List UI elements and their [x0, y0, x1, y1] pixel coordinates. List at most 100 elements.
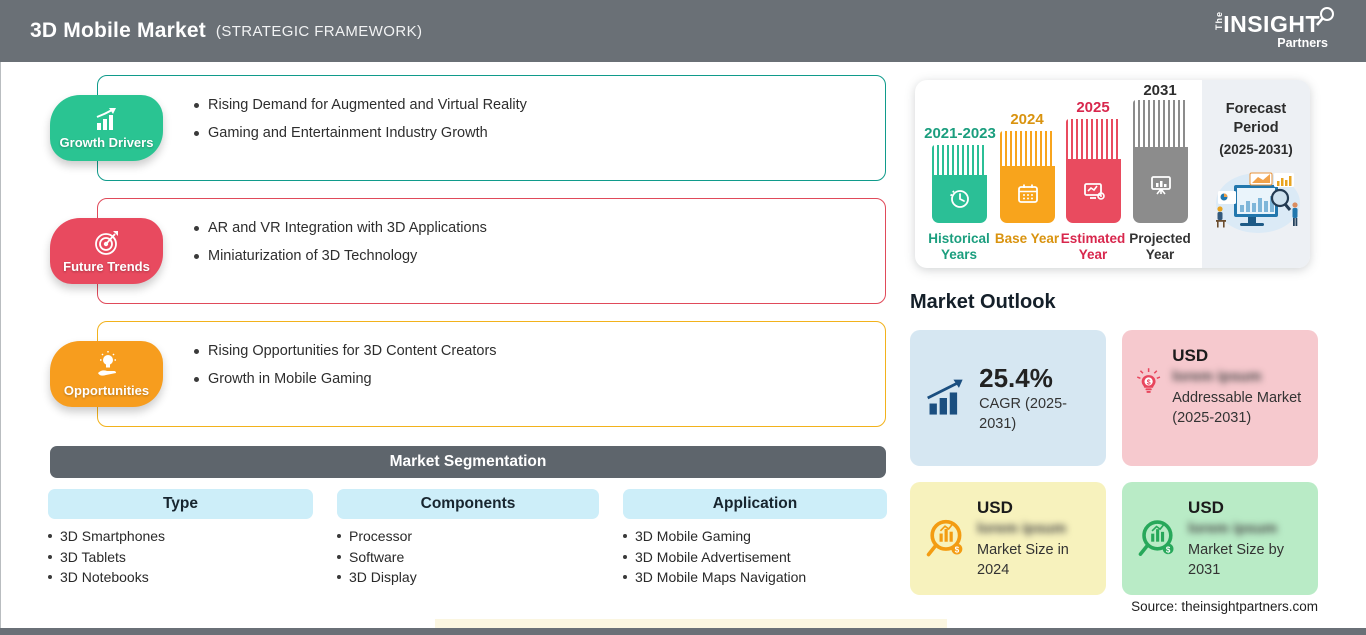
bar-stripes: [1000, 131, 1055, 166]
bar-body: [1133, 146, 1188, 223]
source-attribution: Source: theinsightpartners.com: [1131, 599, 1318, 614]
application-items: 3D Mobile Gaming 3D Mobile Advertisement…: [623, 526, 806, 588]
bulb-hand-icon: [97, 350, 116, 376]
currency-label: USD: [1172, 346, 1209, 365]
timeline-year: 2025: [1076, 99, 1110, 116]
currency-label: USD: [977, 497, 1013, 517]
magnifier-icon: [1316, 7, 1334, 27]
opportunities-badge: Opportunities: [50, 341, 163, 407]
list-item: 3D Smartphones: [48, 526, 165, 547]
estimated-year-bar: [1066, 119, 1121, 223]
segment-header-application: Application: [623, 489, 887, 519]
bar-body: [1000, 165, 1055, 223]
bar-stripes: [932, 145, 987, 175]
timeline-year: 2031: [1143, 82, 1177, 99]
presentation-icon: [1150, 175, 1171, 195]
svg-text:$: $: [1147, 379, 1151, 386]
future-trends-list: AR and VR Integration with 3D Applicatio…: [98, 199, 885, 264]
list-item: Rising Demand for Augmented and Virtual …: [194, 97, 885, 113]
next-section-strip: [435, 619, 947, 628]
projected-year-bar: [1133, 100, 1188, 223]
insight-partners-logo: The INSIGHT Partners: [1214, 7, 1336, 50]
market-size-2024-text: USD lorem ipsum Market Size in 2024: [977, 498, 1094, 580]
logo-insight: INSIGHT: [1223, 10, 1320, 37]
analytics-illustration: [1216, 172, 1300, 233]
historical-years-bar: [932, 145, 987, 223]
base-year-bar: [1000, 131, 1055, 223]
logo-row: The INSIGHT: [1214, 7, 1336, 37]
target-icon: [94, 230, 118, 255]
bar-growth-icon: [927, 379, 963, 415]
growth-chart-icon: [96, 107, 116, 130]
magnifier-chart-orange-icon: $: [926, 519, 963, 556]
growth-drivers-box: Rising Demand for Augmented and Virtual …: [97, 75, 886, 181]
list-item: Growth in Mobile Gaming: [194, 371, 885, 387]
card-label: Market Size by 2031: [1188, 541, 1284, 578]
forecast-title: Forecast Period: [1225, 101, 1287, 136]
cagr-label: CAGR (2025-2031): [979, 395, 1067, 432]
header-bar: 3D Mobile Market (STRATEGIC FRAMEWORK) T…: [0, 0, 1366, 62]
list-item: 3D Mobile Advertisement: [623, 547, 806, 568]
blurred-value: lorem ipsum: [1172, 368, 1262, 385]
bulb-dollar-icon: $: [1136, 368, 1161, 393]
list-item: 3D Display: [337, 567, 417, 588]
cagr-value: 25.4%: [979, 362, 1053, 393]
list-item: Software: [337, 547, 417, 568]
list-item: 3D Mobile Gaming: [623, 526, 806, 547]
list-item: Gaming and Entertainment Industry Growth: [194, 125, 885, 141]
monitor-gear-icon: [1083, 182, 1105, 200]
list-item: AR and VR Integration with 3D Applicatio…: [194, 220, 885, 236]
bar-body: [932, 174, 987, 223]
bar-body: [1066, 158, 1121, 223]
list-item: 3D Mobile Maps Navigation: [623, 567, 806, 588]
market-size-2031-text: USD lorem ipsum Market Size by 2031: [1188, 498, 1306, 580]
future-trends-box: AR and VR Integration with 3D Applicatio…: [97, 198, 886, 304]
market-size-2031-card: $ USD lorem ipsum Market Size by 2031: [1122, 482, 1318, 595]
forecast-period-panel: Forecast Period (2025-2031): [1202, 80, 1310, 268]
timeline-caption: Base Year: [994, 231, 1060, 246]
timeline-year: 2024: [1010, 111, 1044, 128]
timeline-caption: Projected Year: [1129, 231, 1191, 262]
segment-header-type: Type: [48, 489, 313, 519]
logo-partners: Partners: [1277, 35, 1328, 50]
addressable-market-card: $ USD lorem ipsum Addressable Market (20…: [1122, 330, 1318, 466]
page-title: 3D Mobile Market: [30, 19, 206, 42]
market-outlook-title: Market Outlook: [910, 291, 1056, 313]
svg-text:$: $: [1166, 545, 1171, 554]
opportunities-box: Rising Opportunities for 3D Content Crea…: [97, 321, 886, 427]
badge-label: Opportunities: [63, 382, 150, 398]
list-item: Rising Opportunities for 3D Content Crea…: [194, 343, 885, 359]
forecast-range: (2025-2031): [1219, 142, 1293, 157]
addressable-market-text: USD lorem ipsum Addressable Market (2025…: [1172, 346, 1306, 428]
list-item: 3D Notebooks: [48, 567, 165, 588]
clock-icon: [949, 189, 969, 208]
timeline-year: 2021-2023: [924, 125, 996, 142]
badge-label: Future Trends: [63, 258, 150, 274]
timeline-caption: Estimated Year: [1060, 231, 1126, 262]
bottom-divider-bar: [0, 628, 1366, 635]
card-label: Addressable Market (2025-2031): [1172, 390, 1302, 426]
bar-stripes: [1066, 119, 1121, 159]
logo-the: The: [1214, 10, 1225, 30]
blurred-value: lorem ipsum: [977, 519, 1067, 537]
list-item: 3D Tablets: [48, 547, 165, 568]
market-size-2024-card: $ USD lorem ipsum Market Size in 2024: [910, 482, 1106, 595]
segment-header-components: Components: [337, 489, 599, 519]
cagr-text: 25.4% CAGR (2025-2031): [979, 363, 1094, 434]
growth-drivers-list: Rising Demand for Augmented and Virtual …: [98, 76, 885, 141]
components-items: Processor Software 3D Display: [337, 526, 417, 588]
svg-text:$: $: [955, 545, 960, 554]
opportunities-list: Rising Opportunities for 3D Content Crea…: [98, 322, 885, 387]
growth-drivers-badge: Growth Drivers: [50, 95, 163, 161]
card-label: Market Size in 2024: [977, 541, 1069, 578]
magnifier-chart-green-icon: $: [1138, 519, 1174, 556]
blurred-value: lorem ipsum: [1188, 519, 1278, 537]
type-items: 3D Smartphones 3D Tablets 3D Notebooks: [48, 526, 165, 588]
future-trends-badge: Future Trends: [50, 218, 163, 284]
timeline-card: 2021-2023 2024 2025 2031: [915, 80, 1310, 268]
cagr-card: 25.4% CAGR (2025-2031): [910, 330, 1106, 466]
bar-stripes: [1133, 100, 1188, 147]
calendar-icon: [1017, 184, 1038, 204]
currency-label: USD: [1188, 497, 1224, 517]
